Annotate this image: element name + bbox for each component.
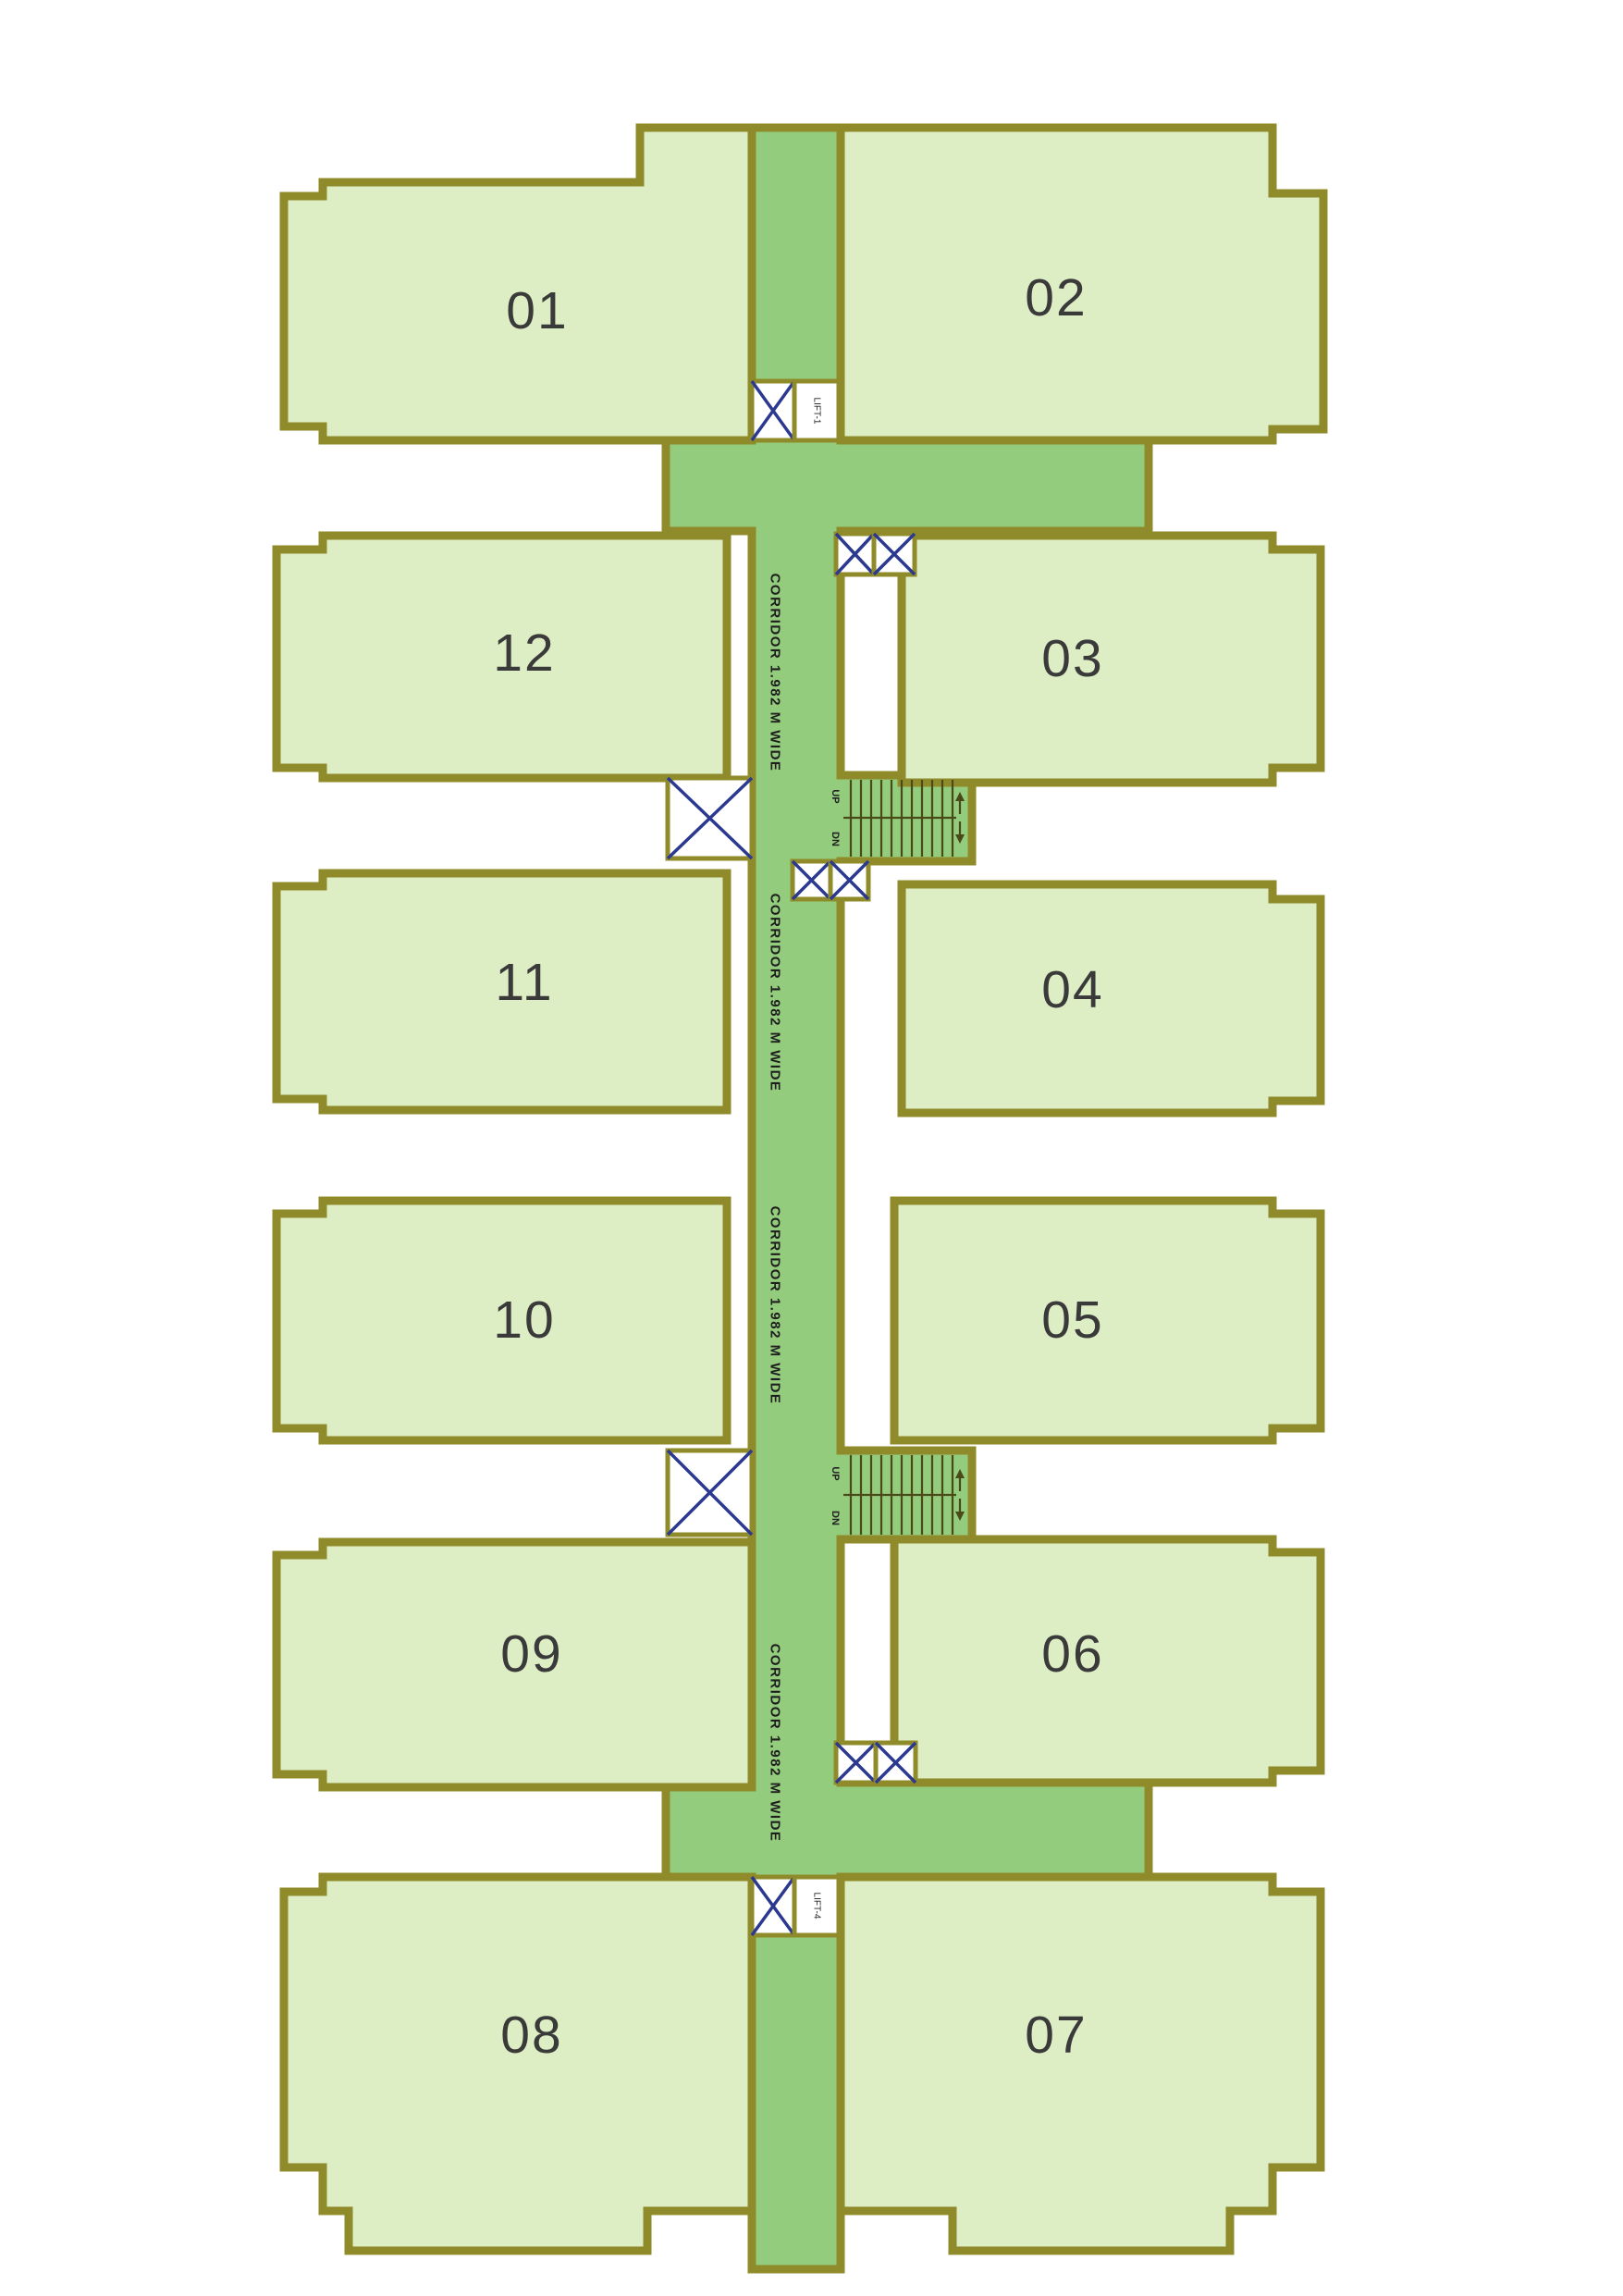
unit-03: 03: [897, 531, 1325, 787]
lift-1-cab: [792, 378, 842, 443]
unit-03-label: 03: [1041, 629, 1103, 688]
unit-12-label: 12: [493, 623, 555, 683]
unit-05-shape: [890, 1196, 1325, 1445]
unit-07: 07: [836, 1872, 1325, 2255]
lift-cross-icon: [750, 1875, 796, 1937]
unit-04: 04: [897, 880, 1325, 1117]
stair-down-arrow-icon: [955, 834, 965, 844]
staircase-2: UP DN: [830, 1455, 965, 1535]
lift-1-label: LIFT-1: [812, 398, 822, 425]
shaft-cross-icon: [791, 859, 832, 901]
unit-10-label: 10: [493, 1290, 555, 1350]
stair1-dn-label: DN: [830, 832, 841, 846]
lift-4-label: LIFT-4: [812, 1893, 822, 1920]
unit-11-shape: [272, 869, 732, 1115]
unit-01-shape: [279, 123, 756, 445]
unit-12: 12: [272, 531, 732, 783]
unit-11: 11: [272, 869, 732, 1115]
lifts: LIFT-1 LIFT-4: [665, 378, 918, 1938]
unit-09-shape: [272, 1537, 756, 1792]
unit-07-shape: [836, 1872, 1325, 2255]
stair-up-arrow-icon: [955, 1469, 965, 1478]
unit-10: 10: [272, 1196, 732, 1445]
unit-08: 08: [279, 1872, 756, 2255]
unit-08-shape: [279, 1872, 756, 2255]
stair2-up-label: UP: [830, 1466, 841, 1480]
unit-07-label: 07: [1025, 2006, 1087, 2065]
unit-06-label: 06: [1041, 1624, 1103, 1684]
units: 01 02 03 04 05 06 07 08: [272, 123, 1328, 2255]
stair-down-arrow-icon: [955, 1512, 965, 1521]
unit-03-shape: [897, 531, 1325, 787]
unit-04-label: 04: [1041, 960, 1103, 1019]
unit-12-shape: [272, 531, 732, 783]
unit-02-label: 02: [1025, 268, 1087, 327]
unit-01: 01: [279, 123, 756, 445]
unit-11-label: 11: [495, 953, 553, 1012]
unit-09: 09: [272, 1537, 756, 1792]
lift-4-cab: [792, 1874, 842, 1938]
unit-09-label: 09: [500, 1624, 562, 1684]
unit-05: 05: [890, 1196, 1325, 1445]
unit-10-shape: [272, 1196, 732, 1445]
unit-06: 06: [890, 1535, 1325, 1787]
corridor-labels: CORRIDOR 1.982 M WIDE CORRIDOR 1.982 M W…: [768, 574, 783, 1843]
unit-02: 02: [836, 123, 1328, 445]
staircase-1: UP DN: [830, 780, 965, 857]
corridor-label-1: CORRIDOR 1.982 M WIDE: [768, 574, 783, 772]
corridor-label-3: CORRIDOR 1.982 M WIDE: [768, 1206, 783, 1405]
corridor-label-2: CORRIDOR 1.982 M WIDE: [768, 894, 783, 1092]
shaft-cross-icon: [829, 859, 870, 901]
stair2-dn-label: DN: [830, 1511, 841, 1525]
stair-up-arrow-icon: [955, 792, 965, 801]
stair1-up-label: UP: [830, 789, 841, 803]
shaft-cross-icon: [834, 1741, 878, 1784]
unit-04-shape: [897, 880, 1325, 1117]
unit-08-label: 08: [500, 2006, 562, 2065]
unit-05-label: 05: [1041, 1290, 1103, 1350]
stair-treads: [843, 780, 956, 857]
unit-02-shape: [836, 123, 1328, 445]
shaft-cross-icon: [872, 532, 916, 576]
shaft-cross-icon: [874, 1741, 917, 1784]
unit-06-shape: [890, 1535, 1325, 1787]
shaft-cross-icon: [666, 1449, 754, 1537]
shaft-cross-icon: [666, 776, 754, 860]
unit-01-label: 01: [506, 281, 568, 340]
shaft-cross-icon: [834, 532, 876, 576]
stair-treads: [843, 1455, 956, 1535]
lift-cross-icon: [750, 379, 796, 442]
corridor-label-4: CORRIDOR 1.982 M WIDE: [768, 1644, 783, 1843]
